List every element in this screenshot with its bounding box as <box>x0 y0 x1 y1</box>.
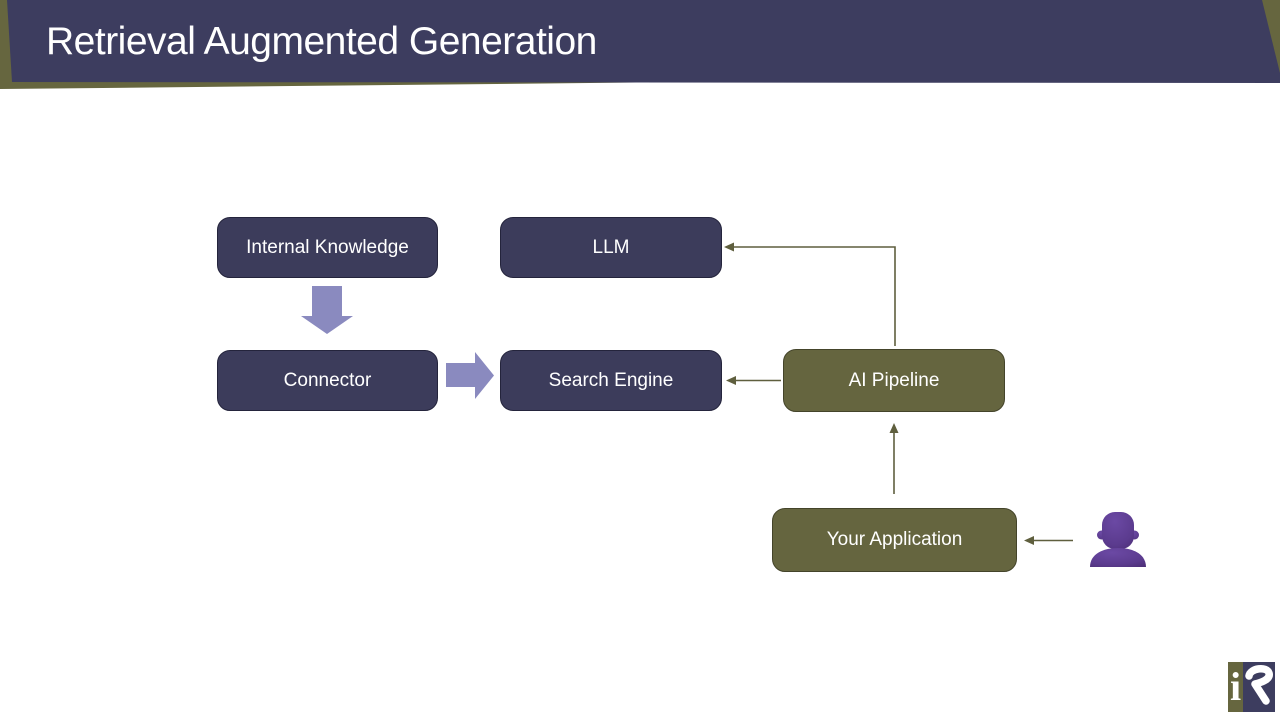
brand-logo: i <box>1228 662 1275 712</box>
arrow-pipeline-to-search-engine <box>726 376 781 385</box>
node-internal-knowledge-label: Internal Knowledge <box>246 236 409 258</box>
header-olive-accent <box>0 0 1280 89</box>
node-search-engine-label: Search Engine <box>548 369 674 391</box>
node-search-engine: Search Engine <box>500 350 722 411</box>
arrow-pipeline-to-llm <box>724 242 896 346</box>
block-arrow-right-icon <box>446 352 494 399</box>
page-title: Retrieval Augmented Generation <box>46 20 597 63</box>
node-connector-label: Connector <box>283 369 372 391</box>
header-banner: Retrieval Augmented Generation <box>0 0 1280 92</box>
arrow-user-to-application <box>1024 536 1073 545</box>
header-navy-bar <box>7 0 1280 83</box>
node-ai-pipeline-label: AI Pipeline <box>848 369 940 391</box>
node-your-application: Your Application <box>772 508 1017 572</box>
user-icon <box>1087 508 1149 570</box>
node-llm: LLM <box>500 217 722 278</box>
logo-left-panel: i <box>1228 662 1243 712</box>
logo-i-glyph: i <box>1229 664 1242 709</box>
node-llm-label: LLM <box>592 236 630 258</box>
block-arrow-down-icon <box>301 286 353 334</box>
arrow-application-to-pipeline <box>889 423 899 494</box>
node-ai-pipeline: AI Pipeline <box>783 349 1005 412</box>
node-connector: Connector <box>217 350 438 411</box>
logo-right-panel <box>1243 662 1275 712</box>
logo-r-glyph <box>1245 665 1273 705</box>
node-internal-knowledge: Internal Knowledge <box>217 217 438 278</box>
node-your-application-label: Your Application <box>826 529 963 550</box>
